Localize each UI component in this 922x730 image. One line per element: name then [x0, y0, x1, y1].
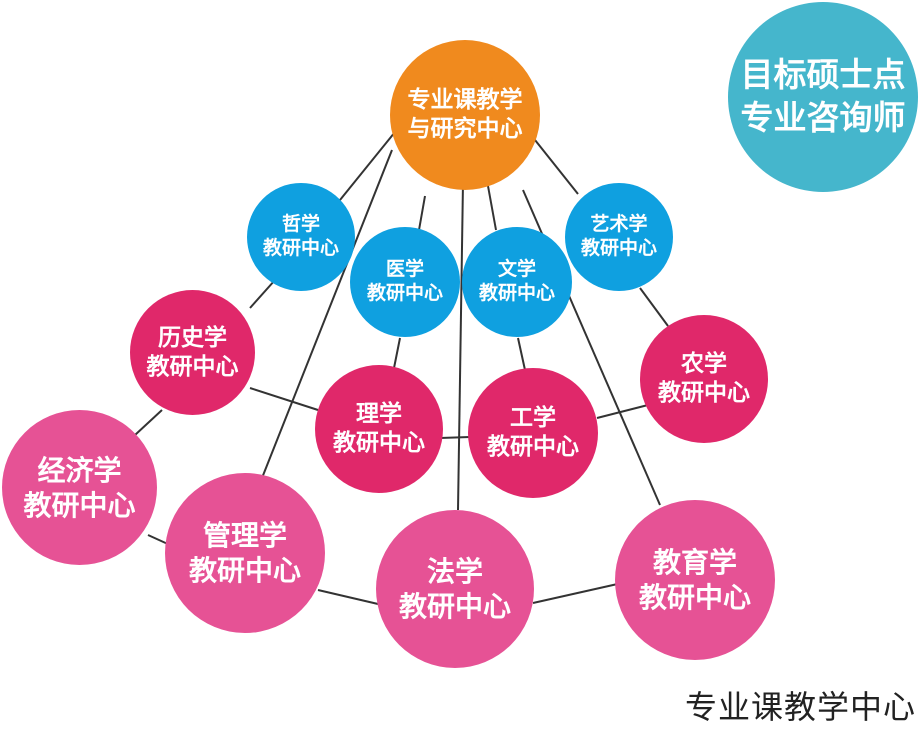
philosophy-node-line1: 哲学: [281, 213, 320, 236]
center-node: 专业课教学 与研究中心: [390, 40, 540, 190]
agriculture-node-line1: 农学: [681, 351, 727, 378]
management-node: 管理学 教研中心: [165, 473, 325, 633]
literature-node: 文学 教研中心: [462, 227, 572, 337]
line-center-medicine: [418, 195, 426, 231]
philosophy-node-line2: 教研中心: [262, 237, 339, 259]
line-art-agriculture: [639, 287, 669, 327]
line-medicine-science: [393, 337, 401, 369]
economics-node-line1: 经济学: [37, 453, 122, 487]
line-philosophy-history: [249, 279, 276, 309]
agriculture-node: 农学 教研中心: [640, 315, 768, 443]
management-node-line1: 管理学: [202, 519, 287, 552]
law-node: 法学 教研中心: [376, 510, 534, 668]
line-engineering-agriculture: [596, 404, 649, 419]
history-node-line2: 教研中心: [146, 353, 239, 380]
line-history-science: [249, 387, 319, 411]
literature-node-line1: 文学: [497, 258, 536, 281]
medicine-node-line2: 教研中心: [366, 282, 443, 304]
engineering-node-line1: 工学: [510, 405, 556, 432]
medicine-node-line1: 医学: [385, 258, 424, 281]
art-node-line1: 艺术学: [590, 213, 648, 236]
law-node-line2: 教研中心: [398, 590, 511, 623]
line-center-literature: [487, 185, 497, 231]
line-center-philosophy: [339, 131, 396, 201]
medicine-node: 医学 教研中心: [350, 227, 460, 337]
line-center-law: [457, 181, 464, 511]
center-node-line2: 与研究中心: [407, 116, 523, 142]
philosophy-node: 哲学 教研中心: [247, 183, 355, 291]
management-node-line2: 教研中心: [188, 554, 301, 587]
history-node: 历史学 教研中心: [130, 290, 255, 415]
line-management-law: [317, 589, 379, 605]
education-node-line1: 教育学: [652, 546, 737, 579]
economics-node: 经济学 教研中心: [2, 410, 157, 565]
line-law-education: [532, 582, 623, 604]
engineering-node-line2: 教研中心: [487, 434, 579, 460]
art-node: 艺术学 教研中心: [565, 183, 673, 291]
law-node-line1: 法学: [426, 555, 483, 588]
center-node-line1: 专业课教学: [407, 87, 523, 114]
literature-node-line2: 教研中心: [478, 282, 555, 304]
history-node-line1: 历史学: [158, 324, 227, 351]
agriculture-node-line2: 教研中心: [658, 380, 750, 406]
consultant-node-line2: 专业咨询师: [740, 98, 906, 137]
economics-node-line2: 教研中心: [23, 488, 136, 522]
science-node: 理学 教研中心: [315, 365, 443, 493]
engineering-node: 工学 教研中心: [468, 368, 598, 498]
line-literature-engineering: [517, 337, 526, 371]
line-center-art: [534, 139, 579, 195]
bottom-caption: 专业课教学中心: [684, 688, 916, 726]
education-node: 教育学 教研中心: [615, 500, 775, 660]
line-history-economics: [134, 409, 163, 436]
line-science-engineering: [439, 436, 471, 439]
science-node-line1: 理学: [356, 401, 402, 428]
education-node-line2: 教研中心: [638, 581, 751, 614]
line-center-management: [261, 149, 393, 479]
art-node-line2: 教研中心: [580, 237, 657, 259]
science-node-line2: 教研中心: [333, 430, 425, 456]
consultant-node: 目标硕士点 专业咨询师: [728, 2, 918, 192]
consultant-node-line1: 目标硕士点: [740, 55, 906, 95]
